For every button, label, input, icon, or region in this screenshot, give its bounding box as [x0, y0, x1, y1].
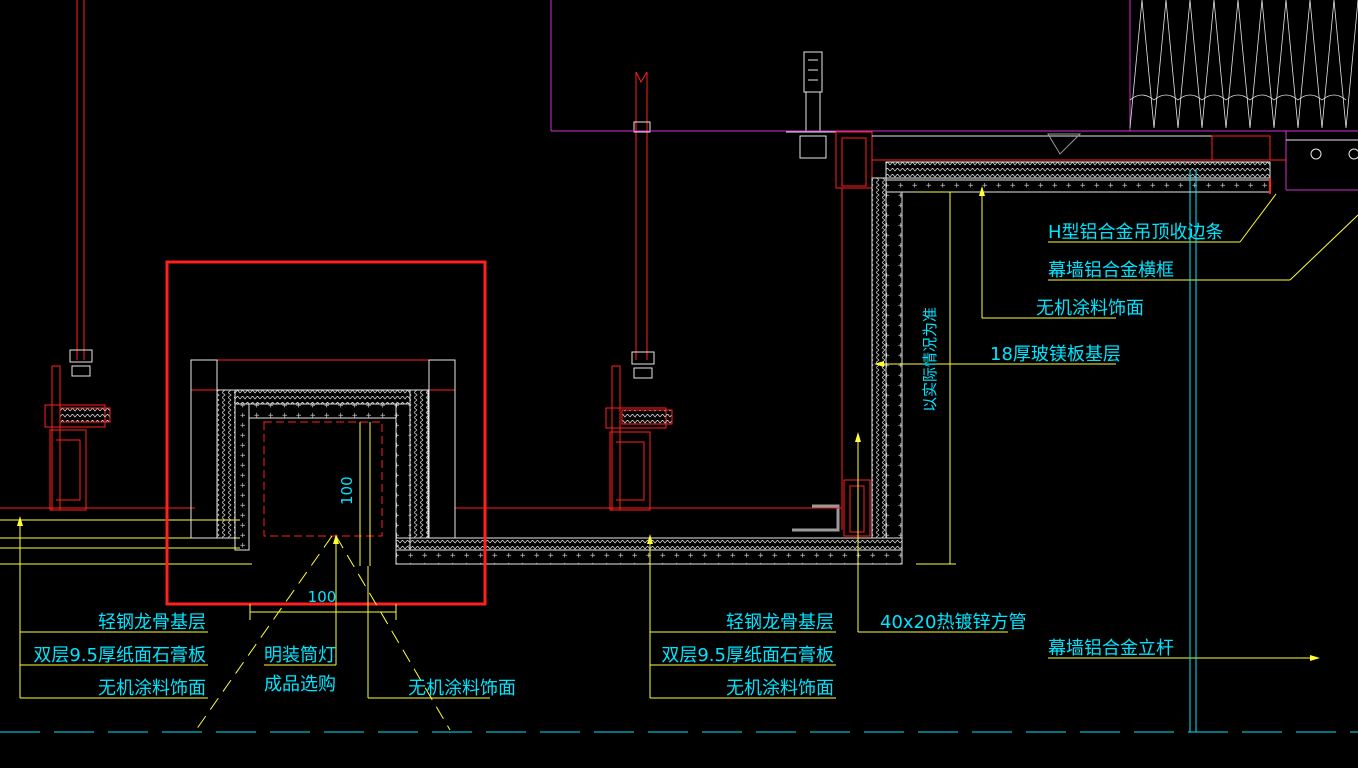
tube-label: 40x20热镀锌方管: [880, 612, 1026, 633]
mullion-label: 幕墙铝合金立杆: [1048, 638, 1174, 659]
vertical-note: 以实际情况为准: [921, 307, 939, 412]
right-bulkhead: [792, 131, 1358, 539]
anchor-bolt: [786, 51, 840, 159]
left-label-board: 双层9.5厚纸面石膏板: [33, 644, 206, 666]
middle-hanger-assembly: [605, 71, 673, 511]
right-finish-label: 无机涂料饰面: [1036, 298, 1144, 319]
transom-label: 幕墙铝合金横框: [1048, 260, 1174, 281]
leader-arrows: [17, 186, 1320, 661]
lamp-label-line2: 成品选购: [264, 674, 336, 695]
leader-lines: [19, 190, 1358, 699]
mid-label-board: 双层9.5厚纸面石膏板: [661, 644, 834, 666]
left-label-frame: 轻钢龙骨基层: [98, 612, 206, 633]
light-beam: [195, 535, 451, 731]
board-label: 18厚玻镁板基层: [990, 344, 1121, 365]
mid-label-frame: 轻钢龙骨基层: [726, 612, 834, 633]
width-dimension: 100: [308, 588, 337, 606]
height-dimension: 100: [338, 476, 356, 505]
mid-label-finish: 无机涂料饰面: [726, 678, 834, 699]
light-box-section: [165, 260, 487, 606]
ceiling-board: [0, 507, 903, 565]
lamp-label-line1: 明装筒灯: [264, 645, 336, 666]
left-hanger-assembly: [44, 0, 111, 511]
dimension-lines: [249, 191, 956, 620]
insulation-zigzag: [1129, 0, 1358, 129]
grid-lines: [0, 170, 1358, 733]
h-trim-label: H型铝合金吊顶收边条: [1048, 222, 1224, 243]
left-label-finish: 无机涂料饰面: [98, 678, 206, 699]
center-finish-label: 无机涂料饰面: [408, 678, 516, 699]
